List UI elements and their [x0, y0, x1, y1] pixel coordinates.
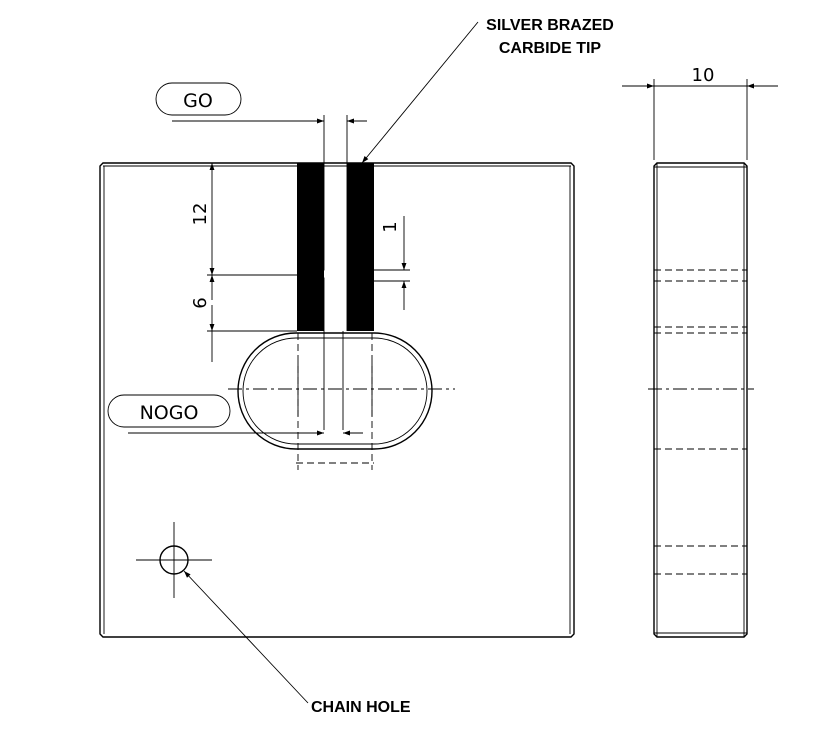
obround-inner-edge [242, 337, 428, 445]
depth-dimensions: 12 6 [190, 163, 324, 362]
front-view [99, 162, 575, 638]
dim-step: 1 [380, 221, 401, 232]
step-dimension: 1 [347, 216, 410, 310]
go-dimension: GO [155, 82, 367, 163]
silver-brazed-annotation: SILVER BRAZED CARBIDE TIP [361, 17, 614, 164]
dim-lower-depth: 6 [190, 297, 211, 308]
go-tag-frame [155, 82, 242, 116]
dim-slot-depth: 12 [190, 203, 211, 226]
carbide-tip-right [347, 163, 374, 331]
chain-hole-leader [183, 570, 309, 704]
carbide-tip-left [297, 163, 324, 331]
gauge-body-outline [99, 162, 575, 638]
dim-thickness: 10 [692, 65, 715, 86]
go-tag: GO [183, 90, 213, 112]
nogo-tag: NOGO [140, 402, 199, 424]
silver-brazed-leader [361, 21, 479, 164]
nogo-tag-frame [107, 394, 231, 428]
slot-edge-left [322, 163, 325, 331]
side-view-outline [653, 162, 748, 638]
silver-brazed-line2: CARBIDE TIP [499, 40, 602, 57]
silver-brazed-line1: SILVER BRAZED [486, 17, 614, 34]
chain-hole-annotation: CHAIN HOLE [183, 570, 411, 716]
obround-relief-hole [237, 332, 433, 450]
chain-hole-label: CHAIN HOLE [311, 699, 411, 716]
side-view: 10 [622, 65, 778, 638]
nogo-dimension: NOGO [107, 394, 363, 436]
